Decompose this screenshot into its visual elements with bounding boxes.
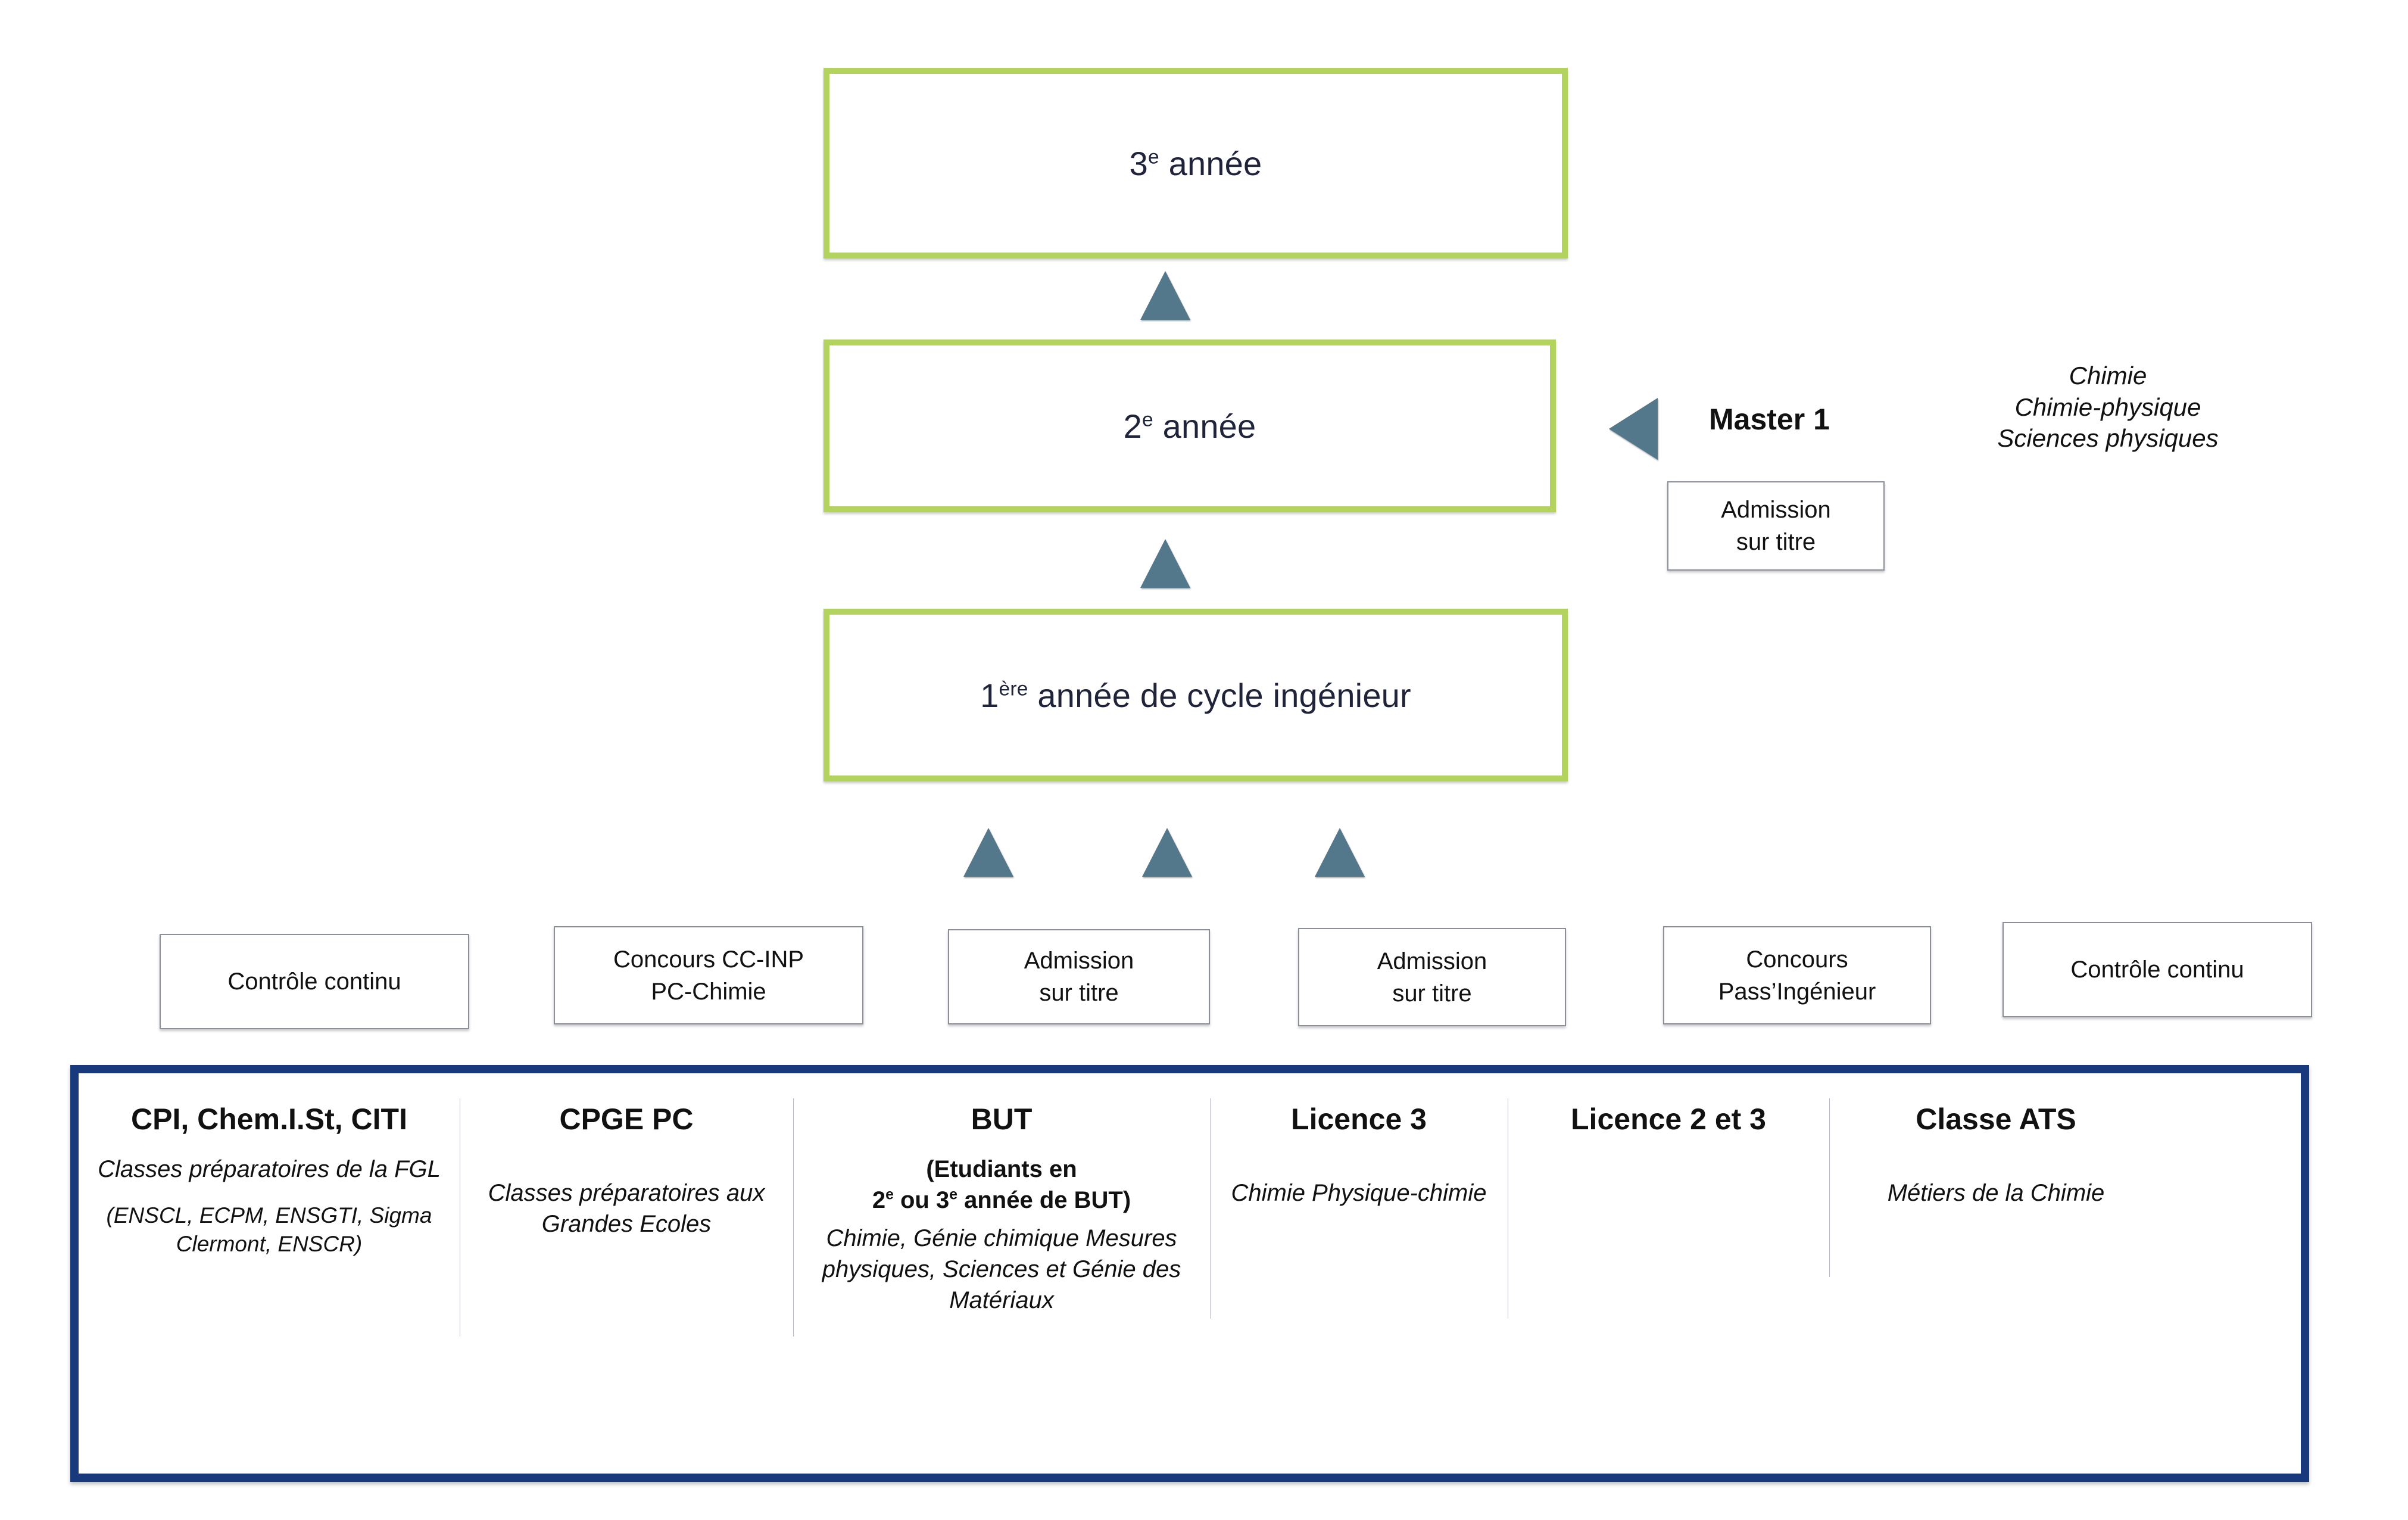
admission-box-master-1-text: Admission sur titre [1716, 494, 1836, 558]
admission-box-line-1: Admission [1024, 948, 1134, 974]
admission-box-line-2: sur titre [1392, 980, 1472, 1007]
entry-column-subtitle: Chimie, Génie chimique Mesures physiques… [822, 1225, 1181, 1313]
entry-column-but: BUT (Etudiants en 2e ou 3e année de BUT)… [793, 1073, 1210, 1474]
but-note-sup-2: e [949, 1186, 958, 1203]
admission-box-admission-sur-titre-but: Admission sur titre [948, 929, 1210, 1024]
admission-box-controle-continu-1: Contrôle continu [160, 934, 469, 1029]
admission-box-admission-sur-titre-licence3: Admission sur titre [1298, 928, 1566, 1026]
but-note-mid: ou 3 [893, 1187, 950, 1213]
admission-box-controle-continu-2: Contrôle continu [2002, 922, 2312, 1017]
entry-column-title: BUT [971, 1102, 1033, 1136]
but-note-line-1: (Etudiants en [926, 1156, 1077, 1182]
year-box-1ere-label: 1ère année de cycle ingénieur [980, 676, 1411, 714]
arrow-up-icon-2e-to-3e [1140, 271, 1190, 320]
admission-box-line-1: Contrôle continu [227, 968, 401, 995]
admission-box-line-2: sur titre [1039, 980, 1119, 1006]
year-box-3e-annee: 3e année [824, 68, 1568, 258]
but-note-line-2: 2e ou 3e année de BUT) [872, 1187, 1131, 1213]
but-note-sup-1: e [885, 1186, 894, 1203]
entry-column-title: CPI, Chem.I.St, CITI [131, 1102, 407, 1136]
entry-column-title: CPGE PC [559, 1102, 694, 1136]
year-box-1ere-annee: 1ère année de cycle ingénieur [824, 609, 1568, 781]
arrow-up-icon-1ere-to-2e [1140, 539, 1190, 588]
admission-box-line-1: Concours [1746, 946, 1848, 973]
admission-line-1: Admission [1721, 497, 1831, 523]
admission-box-master-1: Admission sur titre [1667, 481, 1885, 571]
arrow-up-icon-entry-middle [1142, 828, 1192, 877]
spacer [1836, 1154, 2156, 1170]
entry-column-classe-ats: Classe ATS Métiers de la Chimie [1829, 1073, 2163, 1474]
entry-paths-panel: CPI, Chem.I.St, CITI Classes préparatoir… [70, 1065, 2309, 1482]
year-box-3e-label: 3e année [1129, 144, 1262, 182]
entry-column-subtitle: Chimie Physique-chimie [1231, 1180, 1487, 1206]
admission-box-line-1: Contrôle continu [2070, 957, 2244, 983]
arrow-up-icon-entry-left [963, 828, 1013, 877]
entry-column-licence-3: Licence 3 Chimie Physique-chimie [1210, 1073, 1508, 1474]
entry-column-title: Licence 2 et 3 [1571, 1102, 1766, 1136]
arrow-left-icon-master-to-2e [1609, 398, 1658, 460]
entry-column-cpi-chemist-citi: CPI, Chem.I.St, CITI Classes préparatoir… [79, 1073, 460, 1474]
admission-box-concours-pass-ingenieur: Concours Pass’Ingénieur [1663, 926, 1931, 1024]
admission-box-line-2: Pass’Ingénieur [1718, 978, 1876, 1005]
master-1-label: Master 1 [1709, 403, 1830, 436]
year-box-2e-label: 2e année [1123, 407, 1256, 445]
year-box-2e-annee: 2e année [824, 339, 1556, 512]
entry-column-cpge-pc: CPGE PC Classes préparatoires aux Grande… [460, 1073, 793, 1474]
master-field-sciences-physiques: Sciences physiques [1997, 424, 2219, 452]
but-note-post: année de BUT) [957, 1187, 1131, 1213]
entry-column-title: Classe ATS [1916, 1102, 2076, 1136]
spacer [1217, 1154, 1501, 1170]
entry-column-licence-2-et-3: Licence 2 et 3 [1508, 1073, 1829, 1474]
admission-box-text: Admission sur titre [1373, 945, 1492, 1010]
spacer [467, 1154, 786, 1170]
admission-box-text: Concours Pass’Ingénieur [1714, 943, 1881, 1008]
master-field-chimie-physique: Chimie-physique [2014, 393, 2201, 421]
admission-box-text: Admission sur titre [1019, 945, 1139, 1009]
admission-box-text: Contrôle continu [223, 965, 406, 998]
admission-box-line-1: Admission [1377, 948, 1487, 974]
entry-column-subtitle: Métiers de la Chimie [1887, 1180, 2105, 1206]
admission-box-text: Concours CC-INP PC-Chimie [609, 943, 809, 1008]
entry-column-schools: (ENSCL, ECPM, ENSGTI, Sigma Clermont, EN… [106, 1203, 432, 1257]
entry-column-but-note: (Etudiants en 2e ou 3e année de BUT) [800, 1154, 1203, 1216]
admission-line-2: sur titre [1736, 529, 1816, 555]
master-1-fields: Chimie Chimie-physique Sciences physique… [1899, 360, 2316, 454]
master-field-chimie: Chimie [2069, 362, 2147, 390]
admission-box-line-2: PC-Chimie [651, 978, 766, 1005]
arrow-up-icon-entry-right [1315, 828, 1365, 877]
entry-column-subtitle: Classes préparatoires de la FGL [98, 1156, 441, 1182]
admission-box-text: Contrôle continu [2066, 954, 2248, 986]
admission-box-concours-cc-inp: Concours CC-INP PC-Chimie [554, 926, 863, 1024]
admission-box-line-1: Concours CC-INP [613, 946, 804, 973]
entry-column-title: Licence 3 [1291, 1102, 1427, 1136]
but-note-pre: 2 [872, 1187, 886, 1213]
entry-column-subtitle: Classes préparatoires aux Grandes Ecoles [488, 1180, 765, 1237]
